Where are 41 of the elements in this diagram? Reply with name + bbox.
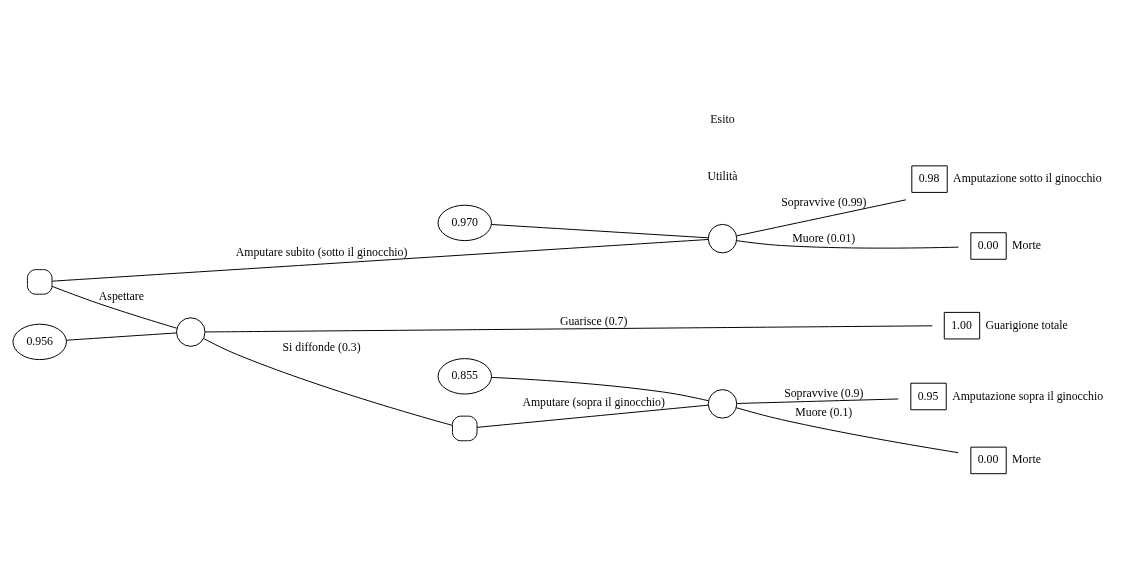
node-box: 0.00 — [970, 231, 1007, 260]
connector — [65, 331, 177, 341]
edge-label: Amputare (sopra il ginocchio) — [522, 394, 665, 409]
label: Esito — [710, 111, 735, 126]
connector — [204, 324, 933, 332]
node-label: Amputazione sopra il ginocchio — [952, 388, 1104, 403]
connector — [736, 239, 959, 249]
connector — [736, 398, 899, 404]
node-circle — [707, 223, 738, 253]
connector — [51, 238, 709, 282]
node-circle — [176, 316, 206, 347]
node-label: Morte — [1012, 237, 1041, 252]
connector — [490, 376, 709, 401]
connector — [735, 406, 959, 453]
edge-label: Muore (0.1) — [795, 404, 853, 419]
node-box: 0.00 — [970, 446, 1007, 474]
node-box: 0.98 — [911, 164, 948, 193]
node-box — [451, 415, 478, 441]
node-ellipse: 0.855 — [437, 357, 492, 394]
connector — [736, 198, 907, 236]
node-label: Morte — [1012, 451, 1041, 466]
edge-label: Si diffonde (0.3) — [282, 339, 361, 354]
node-circle — [707, 388, 738, 419]
connector — [203, 337, 453, 426]
connector — [51, 285, 178, 329]
node-label: Amputazione sotto il ginocchio — [953, 170, 1102, 185]
node-label: Guarigione totale — [985, 317, 1068, 332]
node-box: 1.00 — [943, 311, 981, 339]
edge-label: Muore (0.01) — [792, 230, 856, 245]
node-ellipse: 0.956 — [12, 323, 67, 360]
connector — [491, 223, 709, 238]
edge-label: Amputare subito (sotto il ginocchio) — [235, 244, 408, 259]
node-ellipse: 0.970 — [437, 204, 492, 241]
edge-label: Guarisce (0.7) — [559, 313, 628, 328]
edge-label: Sopravvive (0.9) — [784, 385, 864, 400]
edge-label: Aspettare — [98, 288, 145, 303]
node-box: 0.95 — [910, 382, 947, 410]
connector — [476, 404, 709, 428]
label: Utilità — [707, 168, 738, 183]
edge-label: Sopravvive (0.99) — [781, 194, 867, 209]
node-box — [26, 268, 53, 295]
